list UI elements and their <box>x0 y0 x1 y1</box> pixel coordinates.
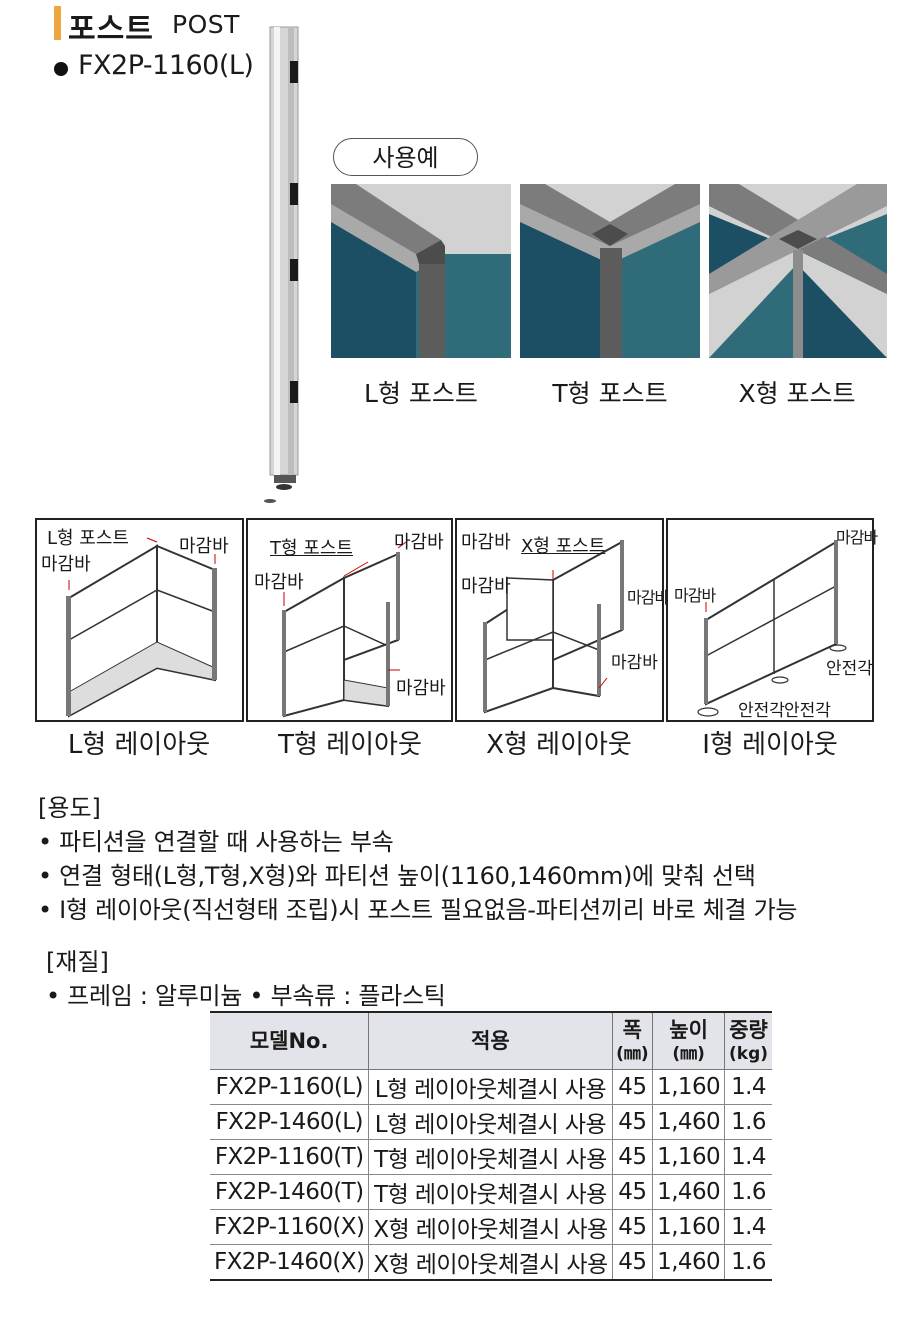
x-joint-caption: X형 포스트 <box>738 379 856 408</box>
finish-bar-label: 마감바 <box>179 536 229 557</box>
cell-height: 1,460 <box>652 1174 726 1210</box>
t-joint-image <box>520 184 700 358</box>
material-heading: [재질] <box>46 948 109 976</box>
table-row: FX2P-1460(T) T형 레이아웃체결시 사용 45 1,460 1.6 <box>210 1174 772 1210</box>
table-row: FX2P-1460(L) L형 레이아웃체결시 사용 45 1,460 1.6 <box>210 1104 772 1140</box>
cell-model: FX2P-1160(X) <box>210 1209 370 1245</box>
t-post-label: T형 포스트 <box>270 538 353 559</box>
cell-height: 1,460 <box>652 1104 726 1140</box>
l-layout-diagram: L형 포스트 마감바 마감바 <box>35 518 244 722</box>
cell-height: 1,460 <box>652 1244 726 1281</box>
table-row: FX2P-1460(X) X형 레이아웃체결시 사용 45 1,460 1.6 <box>210 1244 772 1281</box>
table-row: FX2P-1160(X) X형 레이아웃체결시 사용 45 1,160 1.4 <box>210 1209 772 1245</box>
i-layout-drawing <box>697 534 847 717</box>
finish-bar-label: 마감바 <box>627 588 669 607</box>
t-layout-caption: T형 레이아웃 <box>278 730 422 760</box>
l-layout-caption: L형 레이아웃 <box>67 730 211 760</box>
cell-width: 45 <box>611 1139 654 1175</box>
cell-model: FX2P-1460(T) <box>210 1174 370 1210</box>
table-row: FX2P-1160(L) L형 레이아웃체결시 사용 45 1,160 1.4 <box>210 1069 772 1105</box>
header-model: 모델No. <box>210 1012 370 1070</box>
cell-model: FX2P-1460(L) <box>210 1104 370 1140</box>
x-layout-diagram: 마감바 X형 포스트 마감바 마감바 마감바 <box>455 518 669 722</box>
cell-weight: 1.6 <box>724 1244 772 1281</box>
finish-bar-label: 마감바 <box>394 532 444 553</box>
header-height: 높이(㎜) <box>652 1012 726 1070</box>
cell-use: L형 레이아웃체결시 사용 <box>368 1069 613 1105</box>
cell-model: FX2P-1160(T) <box>210 1139 370 1175</box>
l-joint-image <box>331 184 511 358</box>
weight-unit: (kg) <box>729 1043 769 1064</box>
finish-bar-label: 마감바 <box>836 528 878 547</box>
cell-width: 45 <box>611 1104 654 1140</box>
table-header-row: 모델No. 적용 폭(㎜) 높이(㎜) 중량(kg) <box>210 1012 772 1070</box>
cell-weight: 1.6 <box>724 1174 772 1210</box>
finish-bar-label: 마감바 <box>461 576 511 597</box>
cell-height: 1,160 <box>652 1069 726 1105</box>
cell-width: 45 <box>611 1209 654 1245</box>
header-width: 폭(㎜) <box>611 1012 654 1070</box>
x-post-label: X형 포스트 <box>521 536 606 557</box>
purpose-item: • 연결 형태(L형,T형,X형)와 파티션 높이(1160,1460mm)에 … <box>38 862 756 890</box>
t-layout-diagram: T형 포스트 마감바 마감바 마감바 <box>246 518 453 722</box>
finish-bar-label: 마감바 <box>674 586 716 605</box>
safety-foot-label: 안전각 <box>826 659 873 679</box>
model-name: FX2P-1160(L) <box>78 50 254 81</box>
cell-use: T형 레이아웃체결시 사용 <box>368 1139 613 1175</box>
cell-model: FX2P-1460(X) <box>210 1244 370 1281</box>
cell-weight: 1.6 <box>724 1104 772 1140</box>
i-layout-diagram: 마감바 마감바 안전각 안전각 안전각 <box>666 518 878 722</box>
finish-bar-label: 마감바 <box>611 653 658 673</box>
cell-width: 45 <box>611 1069 654 1105</box>
usage-example-label: 사용예 <box>333 138 478 176</box>
post-product-image <box>264 26 299 503</box>
finish-bar-label: 마감바 <box>461 532 511 553</box>
finish-bar-label: 마감바 <box>396 678 446 699</box>
cell-use: L형 레이아웃체결시 사용 <box>368 1104 613 1140</box>
header-use: 적용 <box>368 1012 613 1070</box>
cell-weight: 1.4 <box>724 1069 772 1105</box>
material-text: • 프레임 : 알루미늄 • 부속류 : 플라스틱 <box>46 982 446 1010</box>
l-joint-caption: L형 포스트 <box>364 379 478 408</box>
finish-bar-label: 마감바 <box>254 572 304 593</box>
height-unit: (㎜) <box>672 1043 705 1064</box>
cell-weight: 1.4 <box>724 1209 772 1245</box>
cell-weight: 1.4 <box>724 1139 772 1175</box>
width-unit: (㎜) <box>616 1043 649 1064</box>
page-title-english: POST <box>172 10 240 39</box>
header-weight: 중량(kg) <box>724 1012 772 1070</box>
spec-table: 모델No. 적용 폭(㎜) 높이(㎜) 중량(kg) FX2P-1160(L) … <box>210 1011 772 1281</box>
weight-label: 중량 <box>729 1017 768 1042</box>
cell-height: 1,160 <box>652 1139 726 1175</box>
title-accent-bar <box>54 6 61 40</box>
cell-width: 45 <box>611 1244 654 1281</box>
purpose-item: • I형 레이아웃(직선형태 조립)시 포스트 필요없음-파티션끼리 바로 체결… <box>38 896 798 924</box>
t-joint-caption: T형 포스트 <box>552 379 668 408</box>
safety-foot-label: 안전각 <box>738 701 785 721</box>
bullet-icon <box>54 62 68 76</box>
table-row: FX2P-1160(T) T형 레이아웃체결시 사용 45 1,160 1.4 <box>210 1139 772 1175</box>
cell-width: 45 <box>611 1174 654 1210</box>
height-label: 높이 <box>669 1017 708 1042</box>
purpose-item: • 파티션을 연결할 때 사용하는 부속 <box>38 828 394 856</box>
l-layout-drawing <box>66 537 217 718</box>
x-joint-image <box>709 184 887 358</box>
x-layout-drawing <box>483 540 624 714</box>
cell-model: FX2P-1160(L) <box>210 1069 370 1105</box>
x-layout-caption: X형 레이아웃 <box>486 730 632 760</box>
width-label: 폭 <box>622 1017 642 1042</box>
cell-height: 1,160 <box>652 1209 726 1245</box>
cell-use: X형 레이아웃체결시 사용 <box>368 1209 613 1245</box>
purpose-heading: [용도] <box>38 794 101 822</box>
t-layout-drawing <box>282 541 407 718</box>
cell-use: X형 레이아웃체결시 사용 <box>368 1244 613 1281</box>
i-layout-caption: I형 레이아웃 <box>702 730 838 760</box>
safety-foot-label: 안전각 <box>784 701 831 721</box>
finish-bar-label: 마감바 <box>41 554 91 575</box>
l-post-label: L형 포스트 <box>47 528 129 549</box>
page-title: 포스트 <box>68 12 154 47</box>
cell-use: T형 레이아웃체결시 사용 <box>368 1174 613 1210</box>
